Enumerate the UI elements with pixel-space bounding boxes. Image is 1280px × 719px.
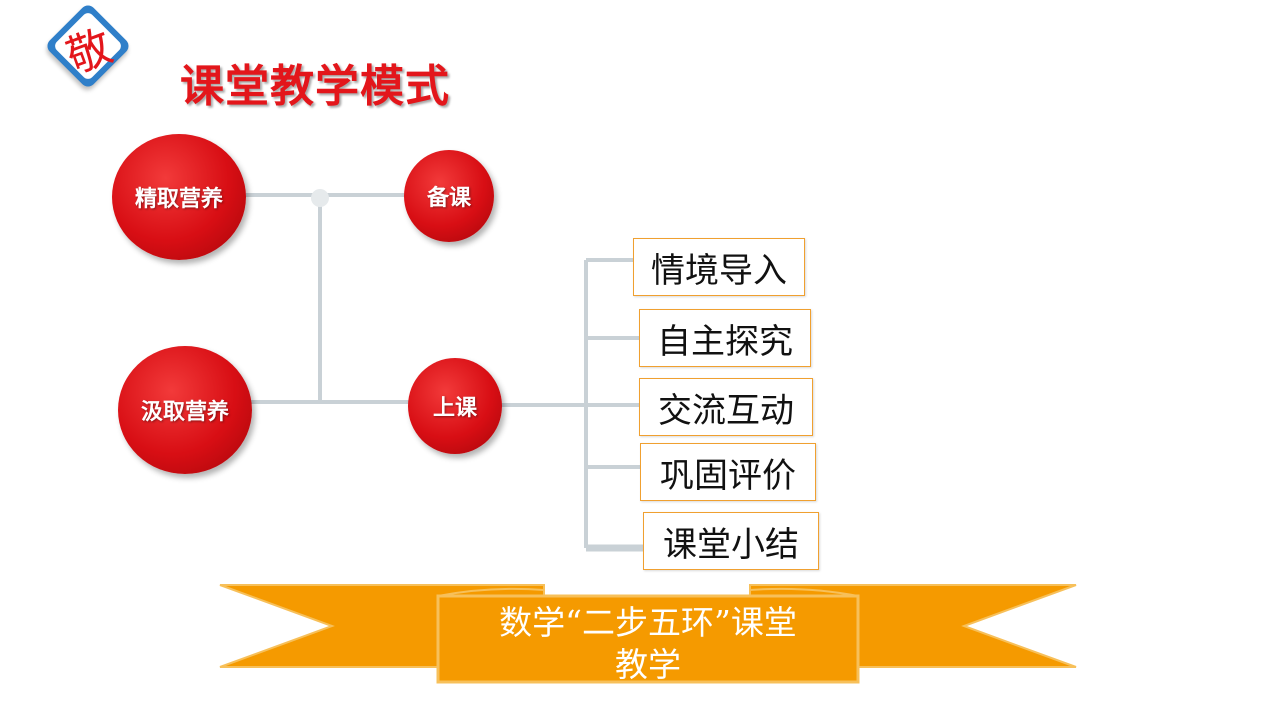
node-jingqu-yingyang: 精取营养 bbox=[112, 134, 246, 260]
ribbon-banner bbox=[219, 584, 1077, 684]
banner-line-2: 教学 bbox=[615, 645, 681, 684]
banner-text: 数学“二步五环”课堂 教学 bbox=[440, 602, 856, 686]
node-jiqu-yingyang: 汲取营养 bbox=[118, 346, 252, 474]
step-box-2: 自主探究 bbox=[639, 309, 811, 367]
step-box-4: 巩固评价 bbox=[640, 443, 816, 501]
step-box-1: 情境导入 bbox=[633, 238, 805, 296]
junction-dot bbox=[311, 189, 329, 207]
node-beike: 备课 bbox=[404, 150, 494, 242]
step-box-3: 交流互动 bbox=[639, 378, 813, 436]
step-box-5: 课堂小结 bbox=[643, 512, 819, 570]
banner-line-1: 数学“二步五环”课堂 bbox=[499, 603, 797, 642]
page-title: 课堂教学模式 bbox=[180, 61, 450, 112]
node-shangke: 上课 bbox=[408, 358, 502, 454]
ribbon-center bbox=[436, 594, 860, 684]
